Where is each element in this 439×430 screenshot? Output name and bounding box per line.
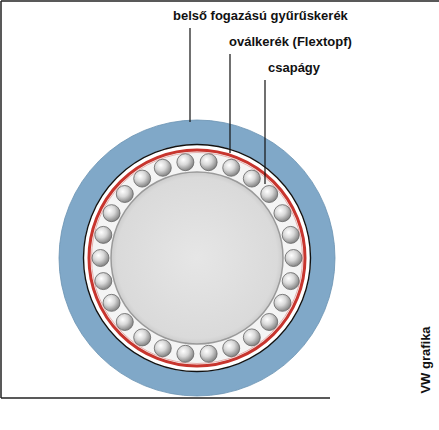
bearing-ball — [134, 170, 151, 187]
bearing-ball — [95, 226, 112, 243]
bearing-ball — [261, 313, 278, 330]
credit-label: VW grafika — [418, 326, 434, 393]
part-label: oválkerék (Flextopf) — [229, 34, 352, 50]
bearing-ball — [200, 345, 217, 362]
frame — [1, 1, 439, 398]
bearing-ball — [285, 250, 302, 267]
bearing-ball — [261, 186, 278, 203]
bearing-ball — [134, 329, 151, 346]
tooth-line — [84, 145, 311, 372]
flex-wheel-inner — [92, 153, 303, 364]
bearing-ball — [274, 205, 291, 222]
bearing-ball — [154, 340, 171, 357]
bearing-ball — [95, 273, 112, 290]
ring-gear — [71, 132, 323, 384]
bearing-ball — [223, 340, 240, 357]
bearing-ball — [243, 170, 260, 187]
bearing-ball — [116, 313, 133, 330]
bearing-ball — [154, 159, 171, 176]
bearing-ball — [282, 273, 299, 290]
bearing-ball — [116, 186, 133, 203]
hub — [111, 172, 283, 344]
bearing-ball — [282, 226, 299, 243]
bearing-ball — [92, 250, 109, 267]
bearing-ball — [223, 159, 240, 176]
bearing-balls — [92, 154, 302, 363]
bearing-ball — [177, 345, 194, 362]
bearing-ball — [200, 154, 217, 171]
bearing-ball — [243, 329, 260, 346]
flex-wheel — [89, 150, 305, 366]
bearing-ball — [103, 294, 120, 311]
part-label: belső fogazású gyűrűskerék — [173, 8, 348, 24]
leader-lines — [190, 28, 265, 184]
bearing-ball — [274, 294, 291, 311]
bearing-ball — [103, 205, 120, 222]
part-label: csapágy — [268, 60, 320, 76]
bearing-ball — [177, 154, 194, 171]
ring-gear-edge — [59, 120, 335, 396]
